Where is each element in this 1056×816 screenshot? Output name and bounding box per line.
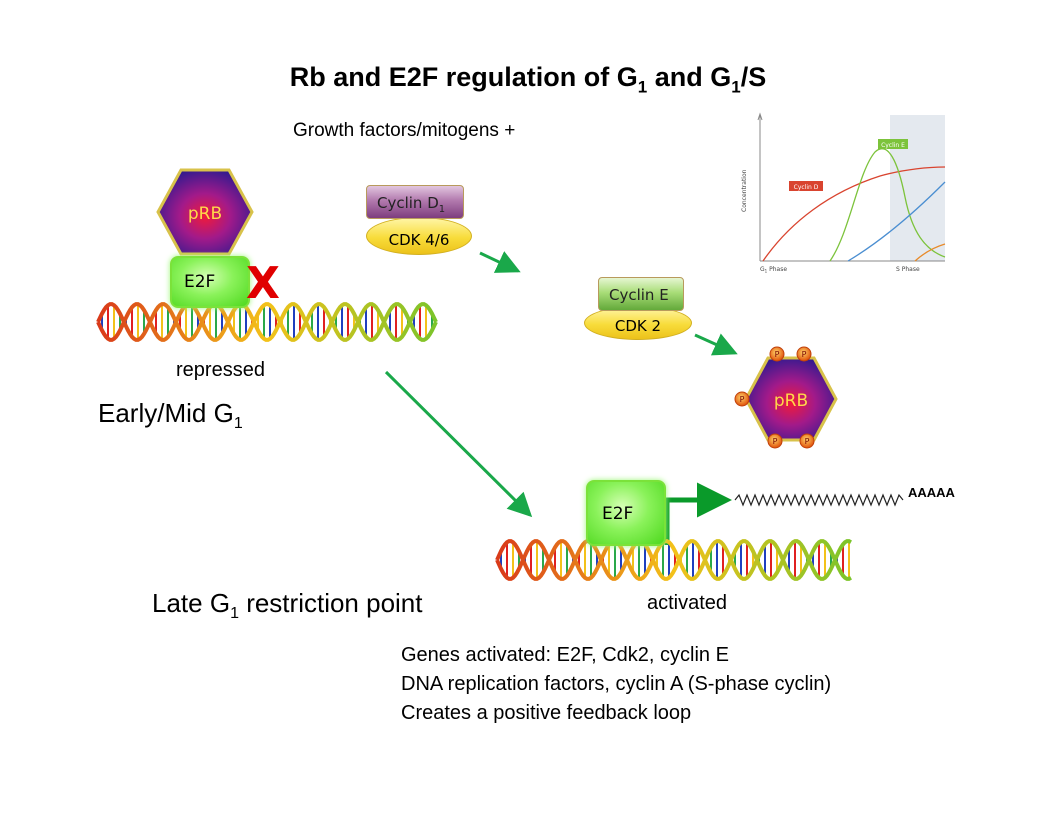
cdk2-label: CDK 2 <box>585 317 691 335</box>
arrow-cdk46-to-cycline <box>480 253 518 271</box>
s-phase-shading <box>890 115 945 261</box>
activated-label: activated <box>647 592 727 615</box>
s-phase-label: S Phase <box>896 266 920 273</box>
svg-text:P: P <box>740 395 745 404</box>
arrow-cdk2-to-prb <box>695 335 735 353</box>
dna-helix-activated <box>497 541 851 579</box>
svg-text:P: P <box>773 437 778 446</box>
cdk46-label: CDK 4/6 <box>367 231 471 249</box>
prb-hexagon-unphosphorylated: pRB <box>158 170 252 254</box>
genes-activated-list: Genes activated: E2F, Cdk2, cyclin E DNA… <box>401 641 831 728</box>
e2f-box-activated: E2F <box>586 480 666 546</box>
repression-x-mark: X <box>246 258 280 309</box>
transcription-arrow <box>667 500 722 545</box>
inset-ylabel: Concentration <box>741 169 748 212</box>
cyclin-e-box: Cyclin E <box>598 277 684 311</box>
repressed-label: repressed <box>176 359 265 382</box>
prb-label-phospho: pRB <box>774 391 808 411</box>
cyclin-d-label: Cyclin D1 <box>377 194 445 215</box>
svg-text:P: P <box>775 350 780 359</box>
early-g1-label: Early/Mid G1 <box>98 398 243 433</box>
cyclin-d-tag-label: Cyclin D <box>794 184 819 191</box>
e2f-label-activated: E2F <box>602 504 633 524</box>
arrow-early-to-late <box>386 372 530 515</box>
e2f-box-repressed: E2F <box>170 256 250 308</box>
phosphate-group: P <box>797 347 811 361</box>
cyclin-d-box: Cyclin D1 <box>366 185 464 219</box>
prb-hexagon-phosphorylated: pRB P P P P P <box>735 347 836 448</box>
polya-tail: AAAAA <box>908 485 955 500</box>
late-g1-label: Late G1 restriction point <box>152 588 423 623</box>
dna-helix-repressed <box>98 304 436 340</box>
g1-phase-label: G1 Phase <box>760 266 787 274</box>
phosphate-group: P <box>770 347 784 361</box>
svg-text:P: P <box>805 437 810 446</box>
phosphate-group: P <box>735 392 749 406</box>
genes-line: Creates a positive feedback loop <box>401 699 831 728</box>
cdk46-complex: CDK 4/6 <box>366 217 472 255</box>
svg-text:P: P <box>802 350 807 359</box>
e2f-label: E2F <box>184 272 215 292</box>
genes-line: Genes activated: E2F, Cdk2, cyclin E <box>401 641 831 670</box>
genes-line: DNA replication factors, cyclin A (S-pha… <box>401 670 831 699</box>
cyclin-e-tag-label: Cyclin E <box>881 142 905 149</box>
phosphate-group: P <box>800 434 814 448</box>
phosphate-group: P <box>768 434 782 448</box>
dna-strand <box>98 304 436 340</box>
cdk2-complex: CDK 2 <box>584 306 692 340</box>
prb-label: pRB <box>188 204 222 224</box>
cyclin-concentration-inset: Cyclin D Cyclin E Concentration G1 Phase… <box>730 112 948 278</box>
mrna-strand <box>735 495 903 505</box>
cyclin-e-label: Cyclin E <box>609 286 669 304</box>
